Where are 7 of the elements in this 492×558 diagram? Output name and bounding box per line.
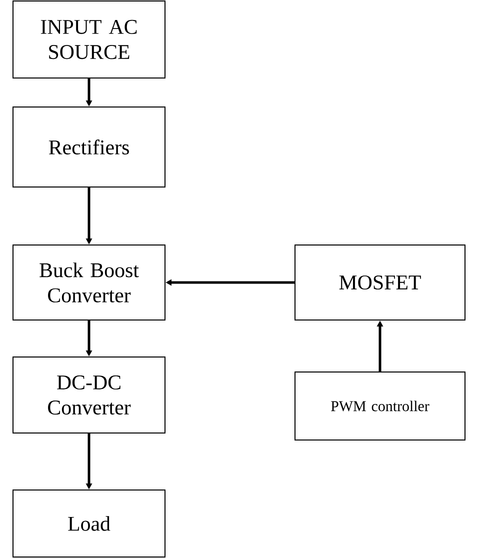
- process-box: MOSFET: [294, 244, 466, 320]
- process-box: DC-DC Converter: [12, 356, 166, 434]
- process-box: INPUT AC SOURCE: [12, 0, 166, 78]
- process-box: Rectifiers: [12, 106, 166, 188]
- process-box: PWM controller: [294, 372, 466, 440]
- process-box: Load: [12, 490, 166, 558]
- process-box: Buck Boost Converter: [12, 244, 166, 320]
